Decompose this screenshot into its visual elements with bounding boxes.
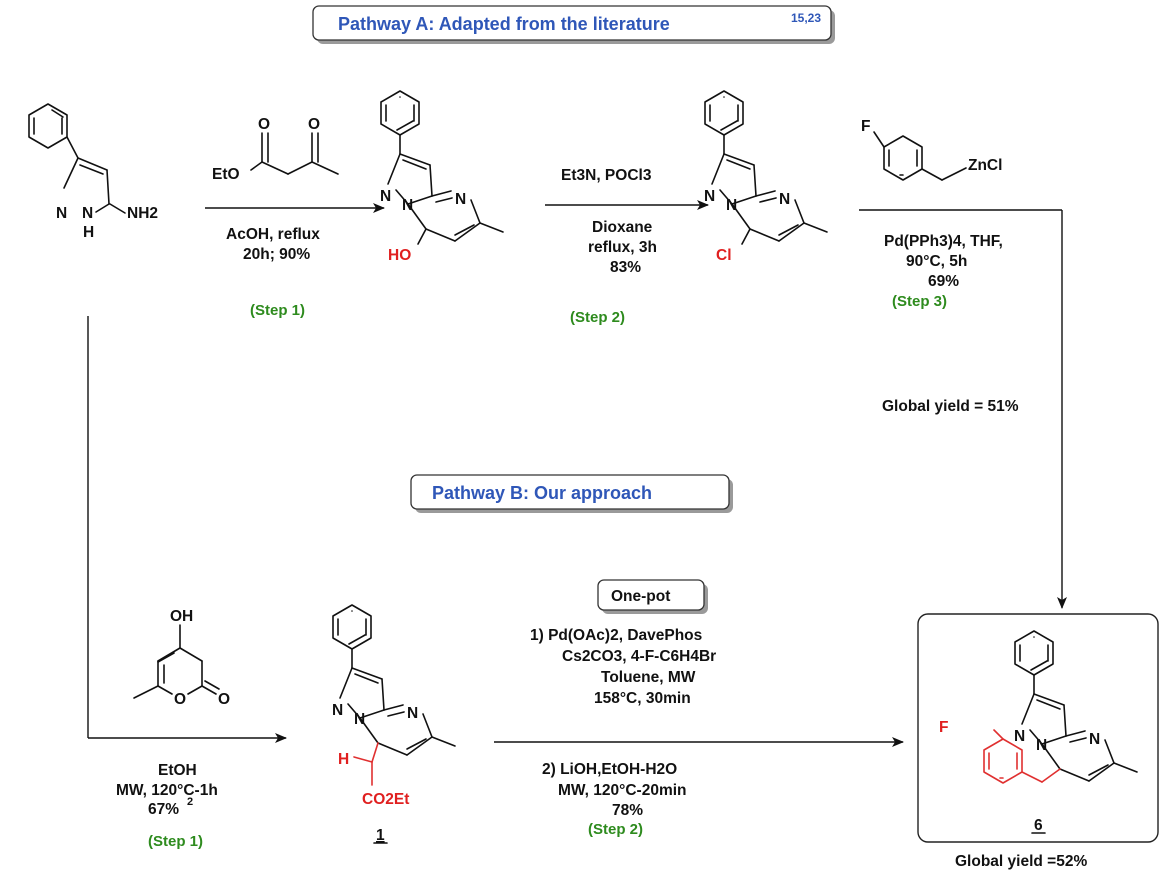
pathway-a-title-refs: 15,23	[791, 11, 821, 25]
step-a1-o1: O	[258, 116, 270, 133]
ester-co2et: CO2Et	[362, 791, 409, 808]
product-n3: N	[1089, 731, 1100, 748]
step-b1-o-carbonyl: O	[218, 691, 230, 708]
step-b2-condition-3: Toluene, MW	[601, 669, 696, 686]
start-h: H	[83, 224, 94, 241]
step-b1-condition-3: 67%	[148, 801, 179, 818]
step-a3-f: F	[861, 118, 870, 135]
step-a1: EtO O O AcOH, reflux 20h; 90% (Step 1)	[205, 116, 385, 319]
ester-h: H	[338, 751, 349, 768]
chloro-intermediate: N N N Cl	[704, 90, 828, 264]
step-a1-o2: O	[308, 116, 320, 133]
hydroxy-n1: N	[380, 188, 391, 205]
step-a3-zncl: ZnCl	[968, 157, 1002, 174]
product-global-yield: Global yield =52%	[955, 853, 1087, 870]
step-b2-condition-1: 1) Pd(OAc)2, DavePhos	[530, 627, 702, 644]
step-b1-label: (Step 1)	[148, 833, 203, 850]
step-b1-o-ring: O	[174, 691, 186, 708]
chloro-cl: Cl	[716, 247, 732, 264]
step-a3-condition-2: 90°C, 5h	[906, 253, 967, 270]
step-b2-condition-6: MW, 120°C-20min	[558, 782, 687, 799]
step-a2-condition-4: 83%	[610, 259, 641, 276]
ester-compound-1: N N N H CO2Et 1	[332, 604, 456, 844]
step-a1-eto: EtO	[212, 166, 240, 183]
chloro-n3: N	[779, 191, 790, 208]
hydroxy-n3: N	[455, 191, 466, 208]
product-number: 6	[1034, 817, 1043, 834]
step-a1-condition-1: AcOH, reflux	[226, 226, 320, 243]
step-a3-condition-3: 69%	[928, 273, 959, 290]
step-a3-label: (Step 3)	[892, 293, 947, 310]
ester-n1: N	[332, 702, 343, 719]
step-b2-label: (Step 2)	[588, 821, 643, 838]
start-nh2: NH2	[127, 205, 158, 222]
start-n1: N	[56, 205, 67, 222]
step-b2-condition-2: Cs2CO3, 4-F-C6H4Br	[562, 648, 716, 665]
step-a3-condition-1: Pd(PPh3)4, THF,	[884, 233, 1003, 250]
step-a1-label: (Step 1)	[250, 302, 305, 319]
step-a1-condition-2: 20h; 90%	[243, 246, 310, 263]
hydroxy-intermediate: N N N HO	[380, 90, 504, 264]
ester-n3: N	[407, 705, 418, 722]
start-nh: N	[82, 205, 93, 222]
pathway-b-title-box: Pathway B: Our approach	[410, 474, 733, 513]
pathway-a-title: Pathway A: Adapted from the literature	[338, 14, 670, 34]
product-6-box	[917, 613, 1159, 843]
step-b2-condition-7: 78%	[612, 802, 643, 819]
step-a3-global-yield: Global yield = 51%	[882, 398, 1019, 415]
step-b1-oh: OH	[170, 608, 193, 625]
step-b2-one-pot: One-pot	[611, 588, 670, 605]
product-n2: N	[1036, 737, 1047, 754]
product-f: F	[939, 719, 948, 736]
step-a2: Et3N, POCl3 Dioxane reflux, 3h 83% (Step…	[545, 167, 709, 326]
ester-n2: N	[354, 711, 365, 728]
step-b1-condition-1: EtOH	[158, 762, 197, 779]
step-b2-condition-5: 2) LiOH,EtOH-H2O	[542, 761, 677, 778]
step-b2: One-pot 1) Pd(OAc)2, DavePhos Cs2CO3, 4-…	[494, 579, 904, 838]
product-6: N N N F 6	[939, 630, 1138, 834]
step-b1-condition-3-ref: 2	[187, 796, 193, 808]
pathway-b-title: Pathway B: Our approach	[432, 483, 652, 503]
chloro-n1: N	[704, 188, 715, 205]
starting-aminopyrazole: N N H NH2	[28, 103, 158, 241]
hydroxy-ho: HO	[388, 247, 411, 264]
ester-number: 1	[376, 827, 385, 844]
hydroxy-n2: N	[402, 197, 413, 214]
step-a2-condition-1: Et3N, POCl3	[561, 167, 652, 184]
step-a2-condition-2: Dioxane	[592, 219, 653, 236]
step-b2-condition-4: 158°C, 30min	[594, 690, 691, 707]
step-a2-label: (Step 2)	[570, 309, 625, 326]
step-a2-condition-3: reflux, 3h	[588, 239, 657, 256]
step-b1-condition-2: MW, 120°C-1h	[116, 782, 218, 799]
pathway-a-title-box: Pathway A: Adapted from the literature 1…	[312, 5, 835, 44]
step-a3: F ZnCl Pd(PPh3)4, THF, 90°C, 5h 69% (Ste…	[859, 118, 1067, 609]
step-b1: OH O O EtOH MW, 120°C-1h 67% 2 (Step 1)	[87, 316, 287, 850]
chloro-n2: N	[726, 197, 737, 214]
product-n1: N	[1014, 728, 1025, 745]
